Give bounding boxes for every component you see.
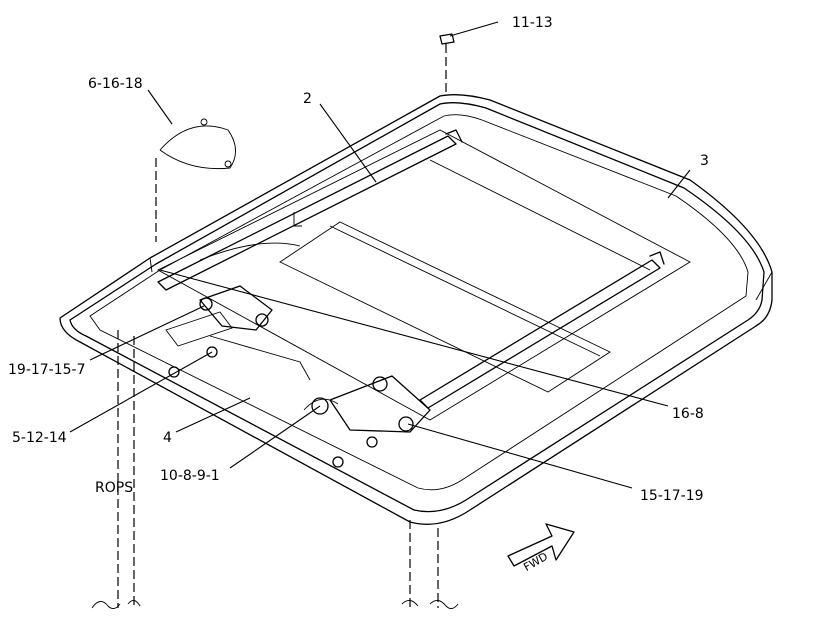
rops-posts (91, 330, 459, 609)
callout-16-8: 16-8 (672, 406, 704, 422)
rops-label: ROPS (95, 480, 133, 496)
leader-lines (69, 21, 691, 489)
callout-10-8-9-1: 10-8-9-1 (160, 468, 220, 484)
callout-5-12-14: 5-12-14 (12, 430, 67, 446)
inner-panel (157, 129, 691, 421)
callout-2: 2 (303, 91, 312, 107)
fwd-label: FWD (521, 550, 550, 574)
callout-15-17-19: 15-17-19 (640, 488, 704, 504)
callout-6-16-18: 6-16-18 (88, 76, 143, 92)
callout-11-13: 11-13 (512, 15, 553, 31)
callout-4: 4 (163, 430, 172, 446)
hinge-assemblies (165, 285, 431, 468)
callout-19-17-15-7: 19-17-15-7 (8, 362, 86, 378)
fwd-arrow-icon: FWD (507, 523, 575, 574)
fastener-detail (155, 33, 455, 242)
roof-shell (59, 94, 773, 525)
callout-3: 3 (700, 153, 709, 169)
